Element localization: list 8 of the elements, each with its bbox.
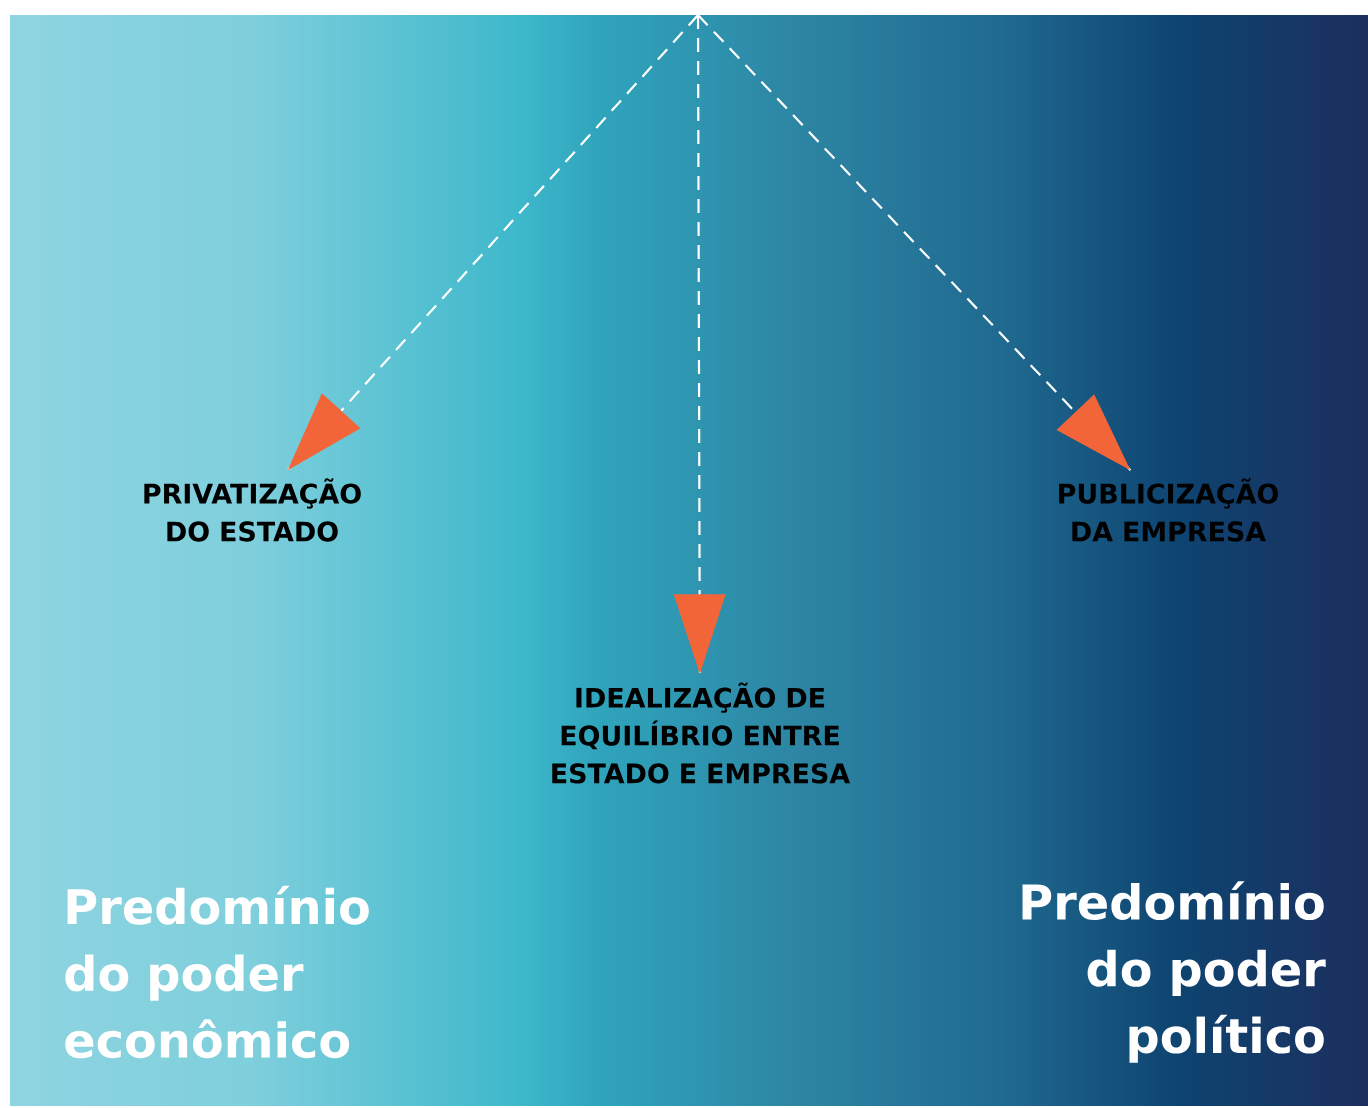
node-label: PUBLICIZAÇÃO DA EMPRESA	[1059, 478, 1278, 542]
heading-text: Predomínio do poder econômico	[65, 885, 369, 1059]
arrow	[286, 14, 699, 471]
node-label: PRIVATIZAÇÃO DO ESTADO	[144, 478, 361, 542]
arrow	[673, 15, 726, 675]
node-label: IDEALIZAÇÃO DE EQUILÍBRIO ENTRE ESTADO E EMPRESA	[552, 682, 851, 784]
arrow	[697, 14, 1132, 471]
heading-text: Predomínio do poder político	[1022, 881, 1326, 1063]
